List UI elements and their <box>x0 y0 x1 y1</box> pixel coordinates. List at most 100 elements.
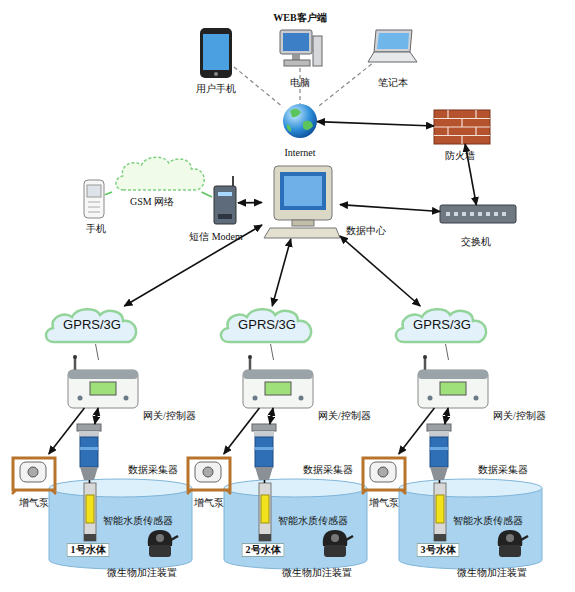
modem-port <box>218 214 232 219</box>
globe-land <box>287 109 313 132</box>
computer-node: 电脑 <box>277 28 323 68</box>
gprs-cloud: GPRS/3G <box>392 306 492 344</box>
node-label: 笔记本 <box>378 77 408 89</box>
water-tank: 3号水体 智能水质传感器 <box>398 478 543 570</box>
switch-icon <box>440 205 516 223</box>
caption-label: WEB客户端 <box>273 12 326 24</box>
tank-water-surface <box>399 479 542 497</box>
node-label: 微生物加注装置 <box>282 567 352 579</box>
internet-globe <box>283 104 317 138</box>
node-label: 电脑 <box>290 77 310 89</box>
connector <box>439 480 441 483</box>
collector-node: 数据采集器 <box>426 424 452 480</box>
gprs-cloud: GPRS/3G <box>217 306 317 344</box>
collector-node: 数据采集器 <box>76 424 102 480</box>
modem-antenna <box>232 176 234 186</box>
connector <box>340 205 440 212</box>
tank-water-surface <box>224 479 367 497</box>
connector <box>445 408 448 424</box>
server-screen <box>280 172 326 210</box>
pump-node: 增气泵 <box>362 454 406 492</box>
switch-ports <box>446 212 506 216</box>
node-label: 增气泵 <box>194 497 224 509</box>
laptop-lid <box>374 30 412 52</box>
water-tank: 1号水体 智能水质传感器 <box>48 478 193 570</box>
tank-body <box>49 488 192 569</box>
node-label: 防火墙 <box>445 150 475 162</box>
gprs-cloud: GPRS/3G <box>42 306 142 344</box>
firewall-wall <box>434 110 490 144</box>
pump-node: 增气泵 <box>187 454 231 492</box>
gsm-cloud: GSM 网络 <box>112 154 210 192</box>
mobile-phone-icon <box>84 180 104 218</box>
node-label: 短信 Modem <box>189 231 243 243</box>
mobile-phone-keys <box>88 202 100 212</box>
collector-node: 数据采集器 <box>251 424 277 480</box>
connector <box>224 408 260 454</box>
connector <box>202 192 212 197</box>
pc-stand <box>292 54 300 60</box>
connector <box>49 408 85 454</box>
server-stand <box>292 220 314 226</box>
node-label: 数据采集器 <box>303 464 353 476</box>
connector <box>270 408 273 424</box>
mobile-phone-screen <box>87 185 101 197</box>
tank-water-surface <box>49 479 192 497</box>
connector <box>234 67 283 107</box>
pump-node: 增气泵 <box>12 454 56 492</box>
node-label: GPRS/3G <box>42 306 142 344</box>
node-label: GSM 网络 <box>130 196 174 208</box>
tank-body <box>399 488 542 569</box>
node-label: 网关/控制器 <box>143 410 196 422</box>
node-label: 智能水质传感器 <box>453 515 523 527</box>
pc-monitor <box>280 30 312 54</box>
node-label: 3号水体 <box>417 543 460 557</box>
node-label: 1号水体 <box>67 543 110 557</box>
node-label: 数据中心 <box>346 225 386 237</box>
firewall-node: 防火墙 <box>434 110 490 144</box>
node-label: Internet <box>284 147 315 159</box>
user-phone-button <box>214 72 218 76</box>
node-label: GPRS/3G <box>392 306 492 344</box>
connector <box>124 225 262 306</box>
node-label: 网关/控制器 <box>318 410 371 422</box>
connector <box>96 344 99 360</box>
server-keyboard <box>264 228 340 238</box>
cloud-shape <box>112 154 210 192</box>
node-label: GPRS/3G <box>217 306 317 344</box>
connector <box>299 68 300 104</box>
node-label: 智能水质传感器 <box>103 515 173 527</box>
connector <box>465 144 476 205</box>
tank-body <box>224 488 367 569</box>
connector <box>89 480 91 483</box>
data-center-node: 数据中心 <box>262 165 340 239</box>
mobile-phone-node: 手机 <box>83 179 105 219</box>
user-phone-icon <box>200 28 232 78</box>
node-label: 增气泵 <box>19 497 49 509</box>
gateway-node: 网关/控制器 <box>418 360 488 408</box>
node-label: 微生物加注装置 <box>107 567 177 579</box>
connector <box>399 408 435 454</box>
node-label: 手机 <box>86 223 106 235</box>
connector <box>446 344 449 360</box>
server-screen-glare <box>284 176 322 206</box>
connector <box>95 408 98 424</box>
internet-node: Internet <box>283 104 317 138</box>
pc-keyboard <box>284 60 310 66</box>
modem-led <box>218 192 232 196</box>
node-label: 微生物加注装置 <box>457 567 527 579</box>
connector <box>317 122 434 126</box>
pc-tower <box>313 36 322 66</box>
cloud-outline <box>116 157 204 190</box>
firewall-mortar <box>434 110 490 144</box>
laptop-node: 笔记本 <box>369 30 417 64</box>
modem-icon <box>214 186 236 224</box>
pc-screen <box>283 33 309 51</box>
connector <box>340 236 420 306</box>
connector <box>272 239 291 306</box>
connector <box>238 202 262 204</box>
connector <box>264 480 266 483</box>
laptop-screen <box>377 33 409 49</box>
switch-node: 交换机 <box>440 205 516 223</box>
